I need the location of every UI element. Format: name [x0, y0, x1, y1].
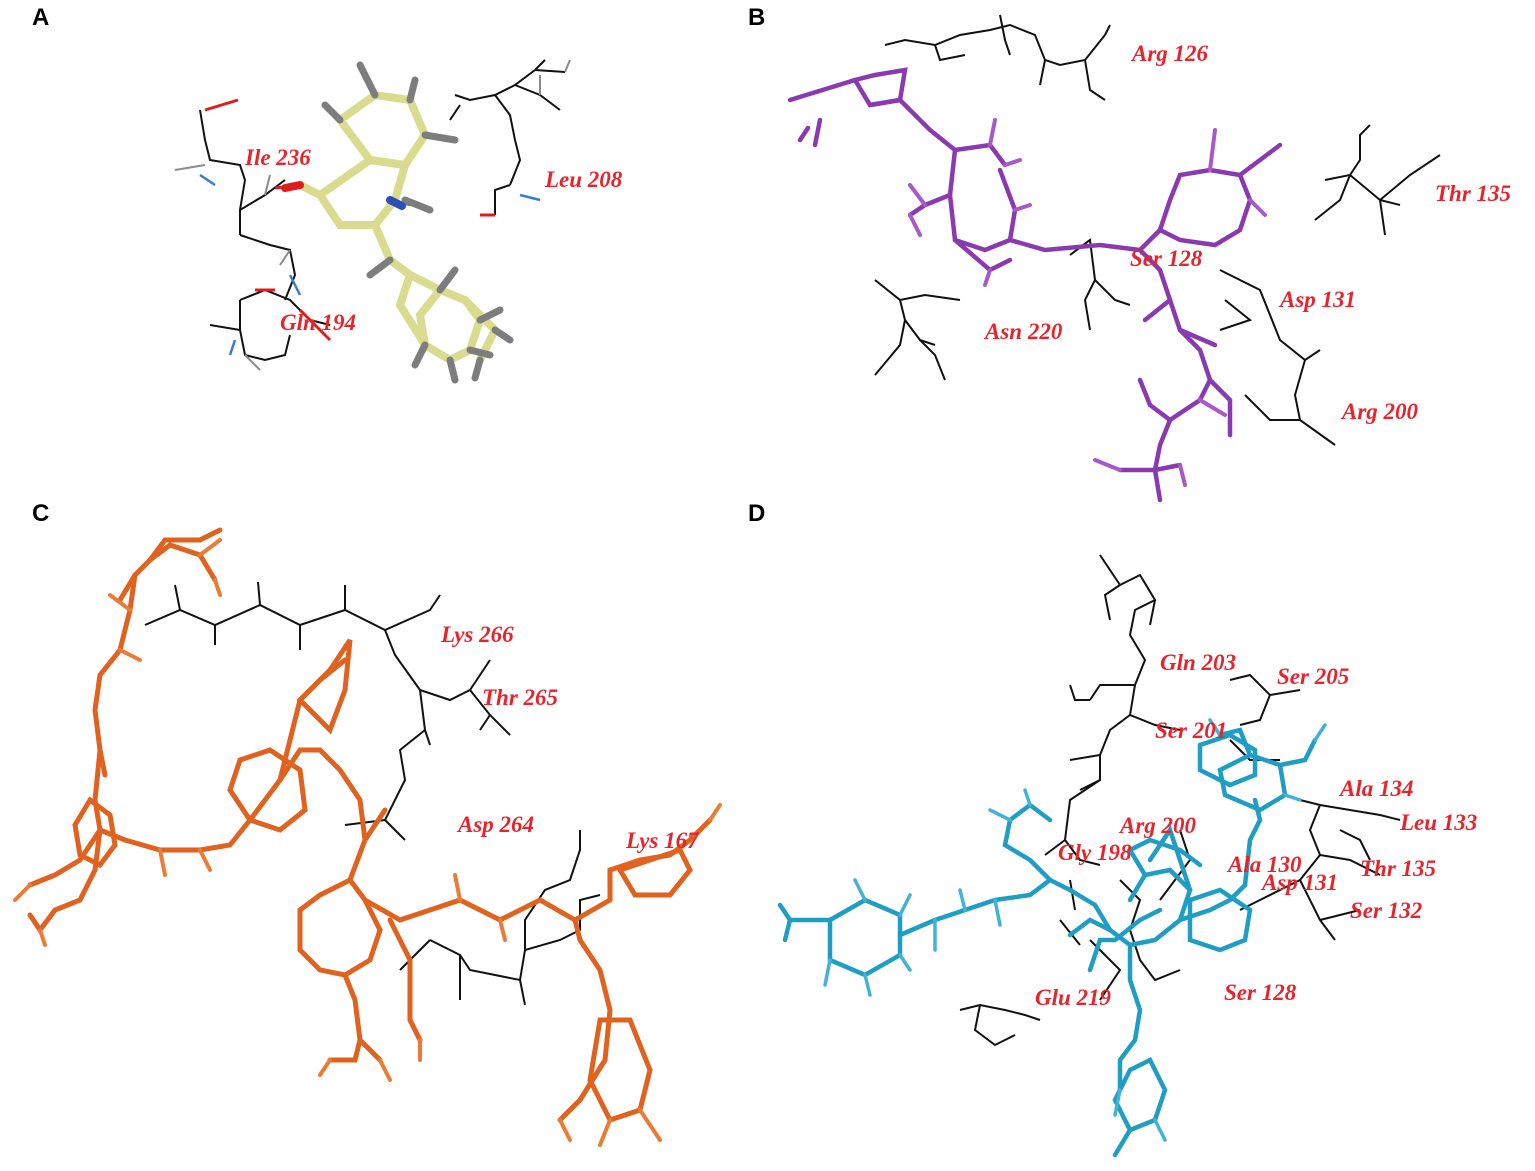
panel-letter-b: B — [748, 4, 766, 31]
molecule-view-c — [13, 527, 722, 1147]
residue-hydrogens-a — [174, 59, 571, 371]
residue-label-ala-130: Ala 130 — [1228, 852, 1302, 877]
residue-label-thr-265: Thr 265 — [482, 685, 559, 710]
residue-label-gln-194: Gln 194 — [280, 310, 357, 335]
residue-label-ala-134: Ala 134 — [1340, 776, 1414, 801]
panel-b: B — [748, 0, 1535, 503]
ligand-hydrogens-d — [823, 718, 1327, 1142]
residue-label-gln-203: Gln 203 — [1160, 650, 1237, 675]
residue-label-ser-128: Ser 128 — [1130, 246, 1203, 271]
residue-label-asp-131: Asp 131 — [1262, 870, 1339, 895]
residue-label-thr-135: Thr 135 — [1435, 181, 1512, 206]
residue-label-ser-132: Ser 132 — [1350, 898, 1423, 923]
panel-d: D — [748, 500, 1535, 1171]
ligand-d — [777, 727, 1318, 1158]
ligand-b — [787, 67, 1283, 503]
residue-label-ile-236: Ile 236 — [245, 145, 311, 170]
ligand-hydrogens-b — [908, 118, 1267, 487]
ligand-c — [27, 527, 713, 1124]
panel-c: C — [0, 500, 760, 1171]
residue-label-arg-200: Arg 200 — [1120, 813, 1197, 838]
residue-label-lys-167: Lys 167 — [626, 828, 699, 853]
molecule-view-a — [174, 59, 571, 384]
residue-label-gly-198: Gly 198 — [1058, 840, 1132, 865]
residue-label-asp-131: Asp 131 — [1280, 287, 1357, 312]
residue-label-glu-219: Glu 219 — [1035, 985, 1112, 1010]
panel-a: A — [0, 0, 760, 500]
panel-letter-c: C — [32, 500, 50, 527]
residue-sticks-a — [199, 59, 566, 362]
residue-label-asn-220: Asn 220 — [985, 319, 1063, 344]
residue-sticks-b — [874, 14, 1441, 446]
ligand-hydrogens-a — [321, 61, 514, 384]
residue-label-ser-128: Ser 128 — [1224, 980, 1297, 1005]
residue-label-ser-201: Ser 201 — [1155, 718, 1228, 743]
residue-label-thr-135: Thr 135 — [1360, 856, 1437, 881]
panel-letter-a: A — [32, 4, 50, 31]
ligand-hydrogens-c — [13, 538, 722, 1147]
molecule-view-d — [777, 554, 1401, 1158]
residue-sticks-d — [959, 554, 1401, 1047]
residue-label-arg-200: Arg 200 — [1342, 399, 1419, 424]
ligand-heteroatoms-a — [281, 181, 406, 210]
residue-label-asp-264: Asp 264 — [458, 812, 535, 837]
panel-letter-d: D — [748, 500, 766, 527]
residue-label-arg-126: Arg 126 — [1132, 41, 1209, 66]
residue-label-leu-133: Leu 133 — [1400, 810, 1478, 835]
residue-label-ser-205: Ser 205 — [1277, 664, 1350, 689]
residue-label-lys-266: Lys 266 — [441, 622, 514, 647]
molecule-view-b — [787, 14, 1441, 503]
residue-sticks-c — [144, 581, 601, 1006]
residue-label-leu-208: Leu 208 — [545, 167, 623, 192]
